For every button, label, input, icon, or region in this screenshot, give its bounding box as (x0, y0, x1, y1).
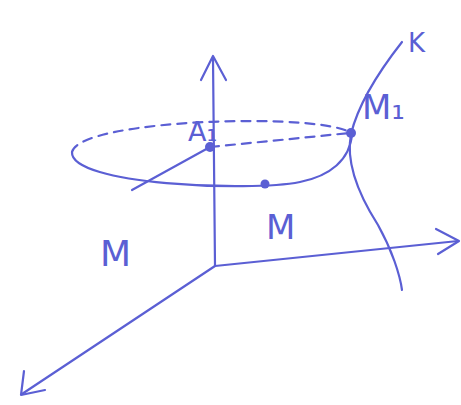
axis-arrowhead (201, 56, 226, 80)
axis-arrowhead (436, 229, 459, 254)
point-label: M (266, 210, 295, 244)
point-label: A₁ (188, 118, 217, 145)
point-m1 (346, 128, 356, 138)
axis-arrowhead (21, 371, 45, 395)
curve-k (350, 42, 402, 290)
z-axis (213, 58, 215, 266)
radius (210, 133, 350, 147)
radius (132, 147, 210, 190)
x-axis (22, 266, 215, 394)
point-label: M (100, 236, 131, 272)
y-axis (215, 241, 458, 266)
point-label: M₁ (362, 90, 405, 124)
point-m (261, 180, 270, 189)
curve-label: K (408, 30, 425, 56)
